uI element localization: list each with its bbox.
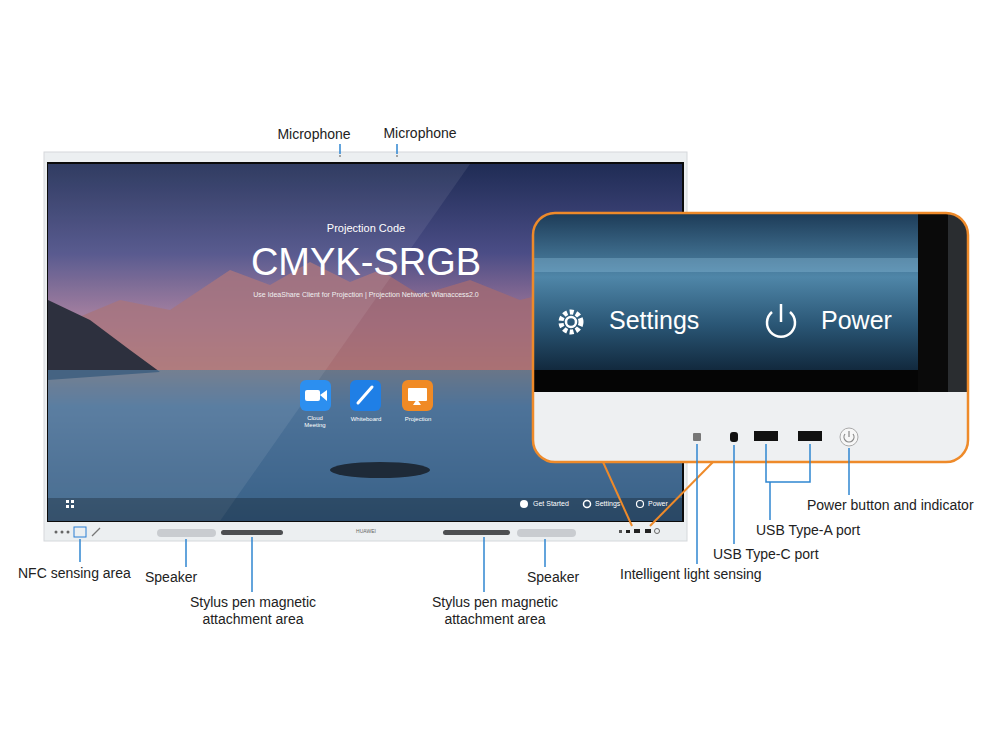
app-label: Cloud Meeting bbox=[300, 415, 330, 429]
callout-label: Speaker bbox=[145, 569, 197, 586]
zoom-text: Power bbox=[821, 305, 892, 335]
screen-text: Use IdeaShare Client for Projection | Pr… bbox=[253, 291, 479, 299]
screen-text: Get Started bbox=[533, 500, 569, 508]
app-label: Projection bbox=[405, 416, 432, 423]
screen-code: CMYK-SRGB bbox=[251, 240, 481, 286]
screen-text: Settings bbox=[595, 500, 620, 508]
callout-label: USB Type-A port bbox=[756, 522, 860, 539]
zoom-text: Settings bbox=[609, 305, 699, 335]
callout-label: Stylus pen magnetic attachment area bbox=[168, 594, 338, 628]
callout-label: Intelligent light sensing bbox=[620, 566, 762, 583]
callout-label: USB Type-C port bbox=[713, 546, 819, 563]
callout-label: Microphone bbox=[383, 125, 456, 142]
callout-label: NFC sensing area bbox=[18, 565, 131, 582]
callout-label: Stylus pen magnetic attachment area bbox=[410, 594, 580, 628]
screen-text: Power bbox=[648, 500, 668, 508]
app-label: Whiteboard bbox=[351, 416, 382, 423]
callout-label: Speaker bbox=[527, 569, 579, 586]
callout-label: Power button and indicator bbox=[807, 497, 974, 514]
brand-mark: HUAWEI bbox=[356, 528, 376, 534]
callout-label: Microphone bbox=[277, 126, 350, 143]
screen-text: Projection Code bbox=[327, 222, 405, 235]
